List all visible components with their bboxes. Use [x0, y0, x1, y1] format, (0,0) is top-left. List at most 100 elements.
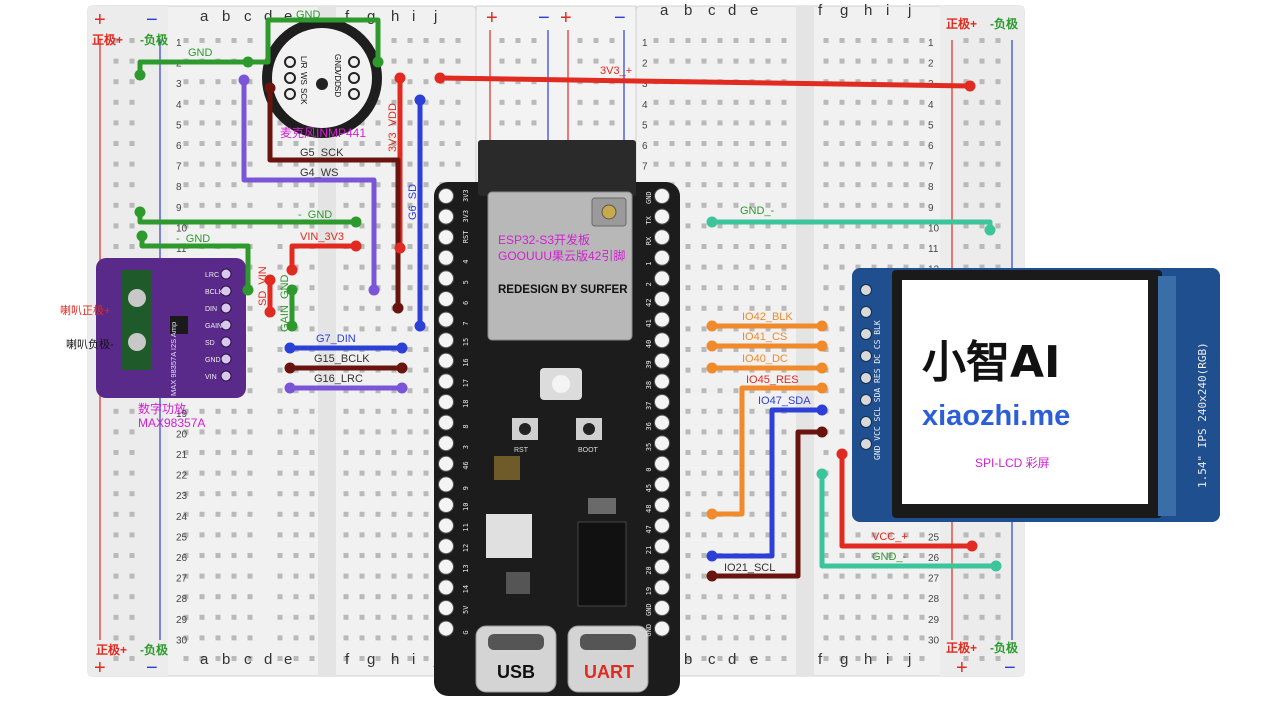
mic-pin: [348, 88, 360, 100]
wire-endpoint: [816, 340, 828, 352]
hole: [215, 38, 221, 43]
amp-pin: [220, 336, 232, 348]
hole: [717, 429, 723, 435]
hole: [823, 305, 829, 311]
lcd-module: 小智AI xiaozhi.me SPI-LCD 彩屏 1.54" IPS 240…: [852, 268, 1220, 522]
hole: [359, 388, 365, 394]
hole: [231, 182, 237, 188]
row-number: 23: [176, 491, 188, 502]
hole: [199, 511, 205, 517]
hole: [887, 202, 893, 208]
esp32-pin-label: 15: [462, 338, 470, 346]
wire-endpoint: [350, 216, 362, 228]
hole: [919, 58, 925, 64]
hole: [199, 470, 205, 476]
hole: [903, 202, 909, 208]
wire-gnd-lcd: [819, 471, 999, 569]
hole: [749, 38, 755, 43]
hole: [515, 99, 521, 105]
hole: [231, 635, 237, 641]
hole: [407, 594, 413, 600]
hole: [919, 161, 925, 167]
hole: [407, 120, 413, 126]
hole: [359, 511, 365, 517]
row-number: 1: [928, 38, 934, 49]
hole: [439, 38, 445, 43]
hole: [995, 553, 1001, 558]
hole: [423, 244, 429, 249]
hole: [685, 161, 691, 167]
column-letter: e: [750, 651, 758, 668]
esp32-pin-label: 41: [645, 319, 653, 327]
esp32-pin-label: 6: [462, 301, 470, 305]
minus-symbol: −: [1004, 657, 1016, 679]
hole: [839, 202, 845, 208]
hole: [919, 141, 925, 146]
hole: [979, 553, 985, 558]
hole: [855, 635, 861, 641]
esp32-pin-label: 12: [462, 544, 470, 552]
hole: [871, 264, 877, 270]
rail-plus-label-bottom-left: 正极+: [96, 642, 127, 657]
hole: [685, 285, 691, 291]
hole: [375, 244, 381, 249]
hole: [423, 264, 429, 270]
hole: [231, 38, 237, 43]
hole: [717, 388, 723, 394]
hole: [781, 326, 787, 332]
esp32-pin: [438, 497, 454, 513]
hole: [919, 120, 925, 126]
hole: [391, 38, 397, 43]
hole: [423, 429, 429, 435]
row-number: 29: [176, 615, 188, 626]
hole: [293, 202, 299, 208]
hole: [359, 223, 365, 229]
esp32-pin-label: TX: [645, 215, 653, 224]
hole: [749, 532, 755, 538]
mic-pin-label: GND: [333, 54, 342, 72]
row-number: 8: [928, 182, 934, 193]
esp32-pin: [654, 435, 670, 452]
row-number: 1: [176, 38, 182, 49]
hole: [309, 305, 315, 311]
hole: [183, 202, 189, 208]
hole: [199, 223, 205, 229]
hole: [129, 202, 135, 208]
hole: [359, 429, 365, 435]
wire-endpoint: [284, 342, 296, 354]
hole: [277, 141, 283, 146]
hole: [733, 408, 739, 414]
hole: [823, 594, 829, 600]
hole: [407, 347, 413, 352]
hole: [277, 326, 283, 332]
hole: [903, 553, 909, 558]
hole: [749, 99, 755, 105]
hole: [871, 614, 877, 620]
hole: [839, 614, 845, 620]
hole: [685, 635, 691, 641]
wire-endpoint: [264, 274, 276, 286]
hole: [391, 161, 397, 167]
wire-endpoints: [134, 56, 1002, 582]
hole: [407, 573, 413, 579]
lcd-pin: [860, 438, 872, 450]
column-letter: h: [391, 8, 399, 25]
hole: [995, 120, 1001, 126]
hole: [391, 99, 397, 105]
hole: [653, 99, 659, 105]
column-letters: abcdefghijabcdefghijabcdefghijabcdefghij: [200, 2, 911, 668]
hole: [919, 594, 925, 600]
hole: [113, 120, 119, 126]
hole: [701, 614, 707, 620]
hole: [375, 450, 381, 455]
hole: [215, 450, 221, 455]
hole: [183, 99, 189, 105]
hole: [343, 285, 349, 291]
hole: [231, 491, 237, 497]
esp32-pin: [438, 414, 454, 431]
hole: [685, 470, 691, 476]
hole: [903, 141, 909, 146]
hole: [359, 573, 365, 579]
hole: [653, 161, 659, 167]
hole: [375, 99, 381, 105]
